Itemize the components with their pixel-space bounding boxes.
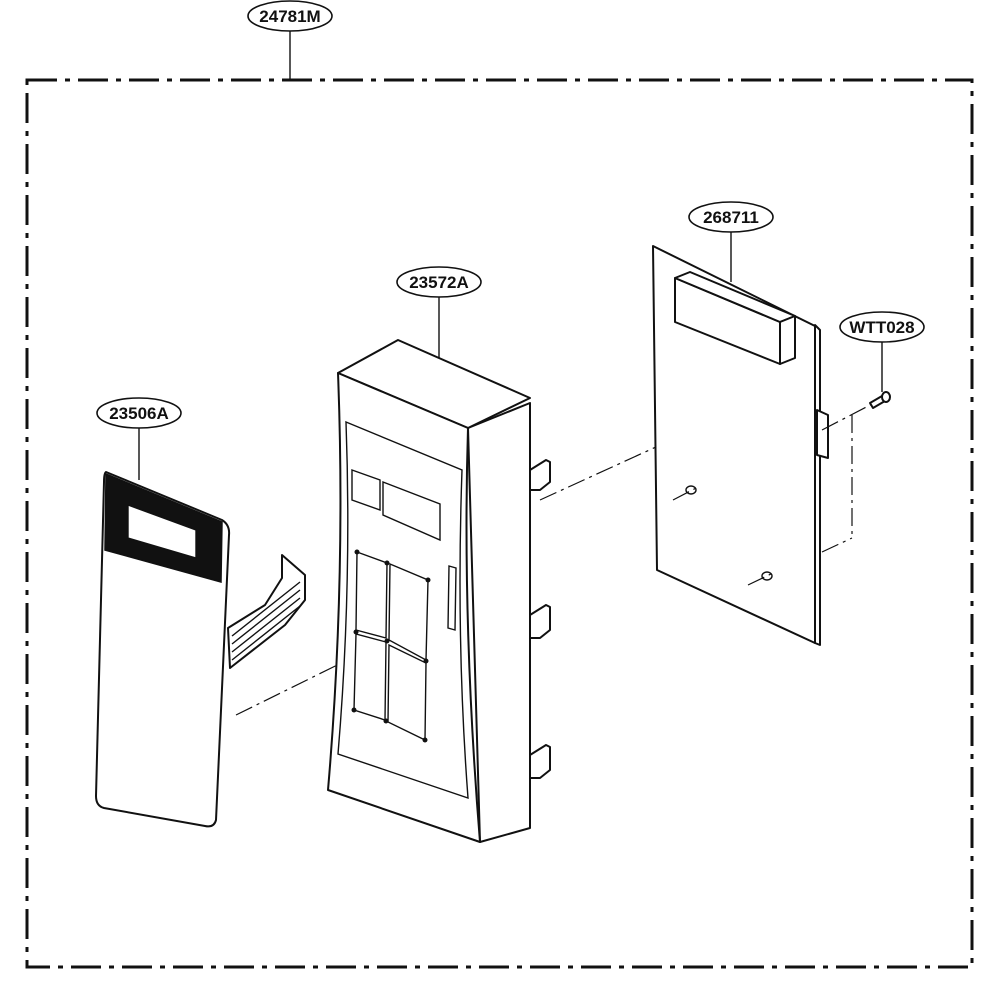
pcb-mounting-hole-upper [685, 485, 697, 495]
panel-display-opening-right [382, 480, 441, 542]
label-screw: WTT028 [839, 311, 925, 392]
panel-inner-frame [337, 420, 469, 800]
label-keypad-membrane: 23506A [96, 397, 182, 480]
pcb-display-module-side [779, 315, 796, 365]
panel-body-label-text: 23572A [409, 273, 469, 292]
label-assembly: 24781M [247, 0, 333, 80]
screw-head [881, 391, 891, 403]
panel-clip-middle [529, 604, 551, 639]
pcb-label-text: 268711 [703, 208, 759, 227]
assembly-label-text: 24781M [259, 7, 320, 26]
alignment-line-screw [821, 401, 877, 431]
control-panel-body [327, 339, 551, 843]
panel-clip-top [529, 459, 551, 491]
pcb-mounting-hole-lower [761, 571, 773, 581]
alignment-line-hole-lower [747, 571, 776, 586]
screw-guide-diagonal [821, 537, 853, 553]
pcb-connector-tab [816, 409, 829, 459]
label-panel-body: 23572A [396, 266, 482, 358]
panel-vertical-slot [447, 565, 457, 631]
alignment-line-hole-upper [672, 485, 701, 501]
keypad-membrane-label-text: 23506A [109, 404, 169, 423]
keypad-membrane [95, 471, 306, 828]
pcb-board [652, 245, 829, 646]
screw [821, 391, 891, 553]
panel-front-face [327, 372, 481, 843]
label-pcb: 268711 [688, 201, 774, 282]
membrane-display-window [127, 503, 197, 559]
assembly-boundary [25, 78, 974, 969]
panel-clip-bottom [529, 744, 551, 779]
panel-display-opening-left [351, 469, 381, 511]
panel-keypad-grid [351, 549, 431, 743]
screw-label-text: WTT028 [849, 318, 914, 337]
panel-side-face [467, 402, 531, 843]
